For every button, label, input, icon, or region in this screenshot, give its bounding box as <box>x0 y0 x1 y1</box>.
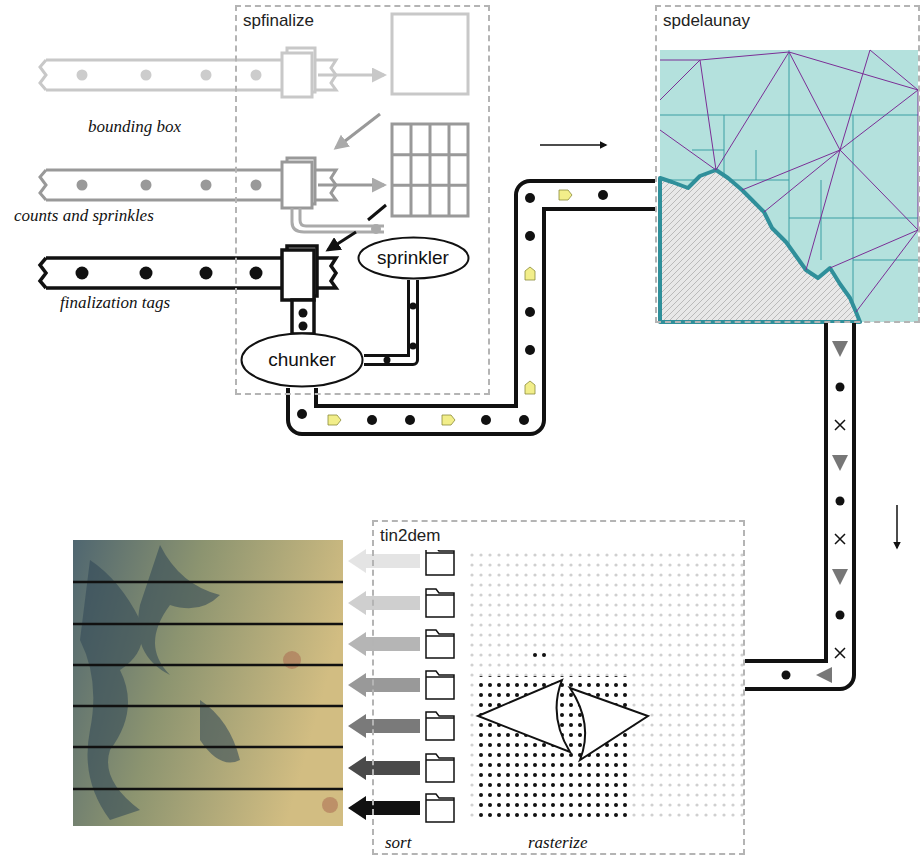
output-arrow <box>348 632 420 656</box>
pipe-interior <box>745 323 840 675</box>
node-label: chunker <box>268 349 336 371</box>
panel-heading: tin2dem <box>374 522 446 550</box>
folder-icon <box>426 589 454 617</box>
folder-icon <box>426 754 454 782</box>
pipe-interior <box>364 280 413 360</box>
stage-panel: spfinalize sprinkler chunker <box>235 5 490 395</box>
folder-icon <box>426 712 454 740</box>
stream-label: sort <box>383 833 413 853</box>
panel-heading: spdelaunay <box>657 7 756 35</box>
stream-label: finalization tags <box>58 293 172 313</box>
data-stream-group <box>297 190 655 425</box>
pipe-interior <box>302 195 655 420</box>
stage-panel: tin2dem <box>372 520 745 855</box>
stream-pipe <box>302 195 655 420</box>
stream-pipe <box>745 323 840 675</box>
folder-icon <box>426 671 454 699</box>
stream-pipe <box>364 280 413 360</box>
process-ellipse: chunker <box>240 332 364 388</box>
stage-panel: spdelaunay <box>655 5 920 323</box>
dem-image <box>73 540 744 826</box>
process-ellipse: sprinkler <box>357 236 470 280</box>
stream-label: rasterize <box>526 833 590 853</box>
folder-icon <box>426 630 454 658</box>
output-arrow <box>348 714 420 738</box>
stream-label: counts and sprinkles <box>12 206 156 226</box>
data-stream-group <box>745 323 848 683</box>
delaunay-map <box>660 50 918 322</box>
folder-icon <box>426 547 454 575</box>
output-arrow <box>348 673 420 697</box>
stream-finalization <box>40 246 336 334</box>
output-arrow <box>348 549 420 573</box>
output-arrow <box>348 591 420 615</box>
panel-heading: spfinalize <box>237 7 320 35</box>
folder-icon <box>426 794 454 822</box>
output-arrow <box>348 756 420 780</box>
data-stream-group <box>364 280 417 364</box>
output-arrow <box>348 796 420 820</box>
stream-label: bounding box <box>86 117 183 137</box>
node-label: sprinkler <box>377 247 449 269</box>
